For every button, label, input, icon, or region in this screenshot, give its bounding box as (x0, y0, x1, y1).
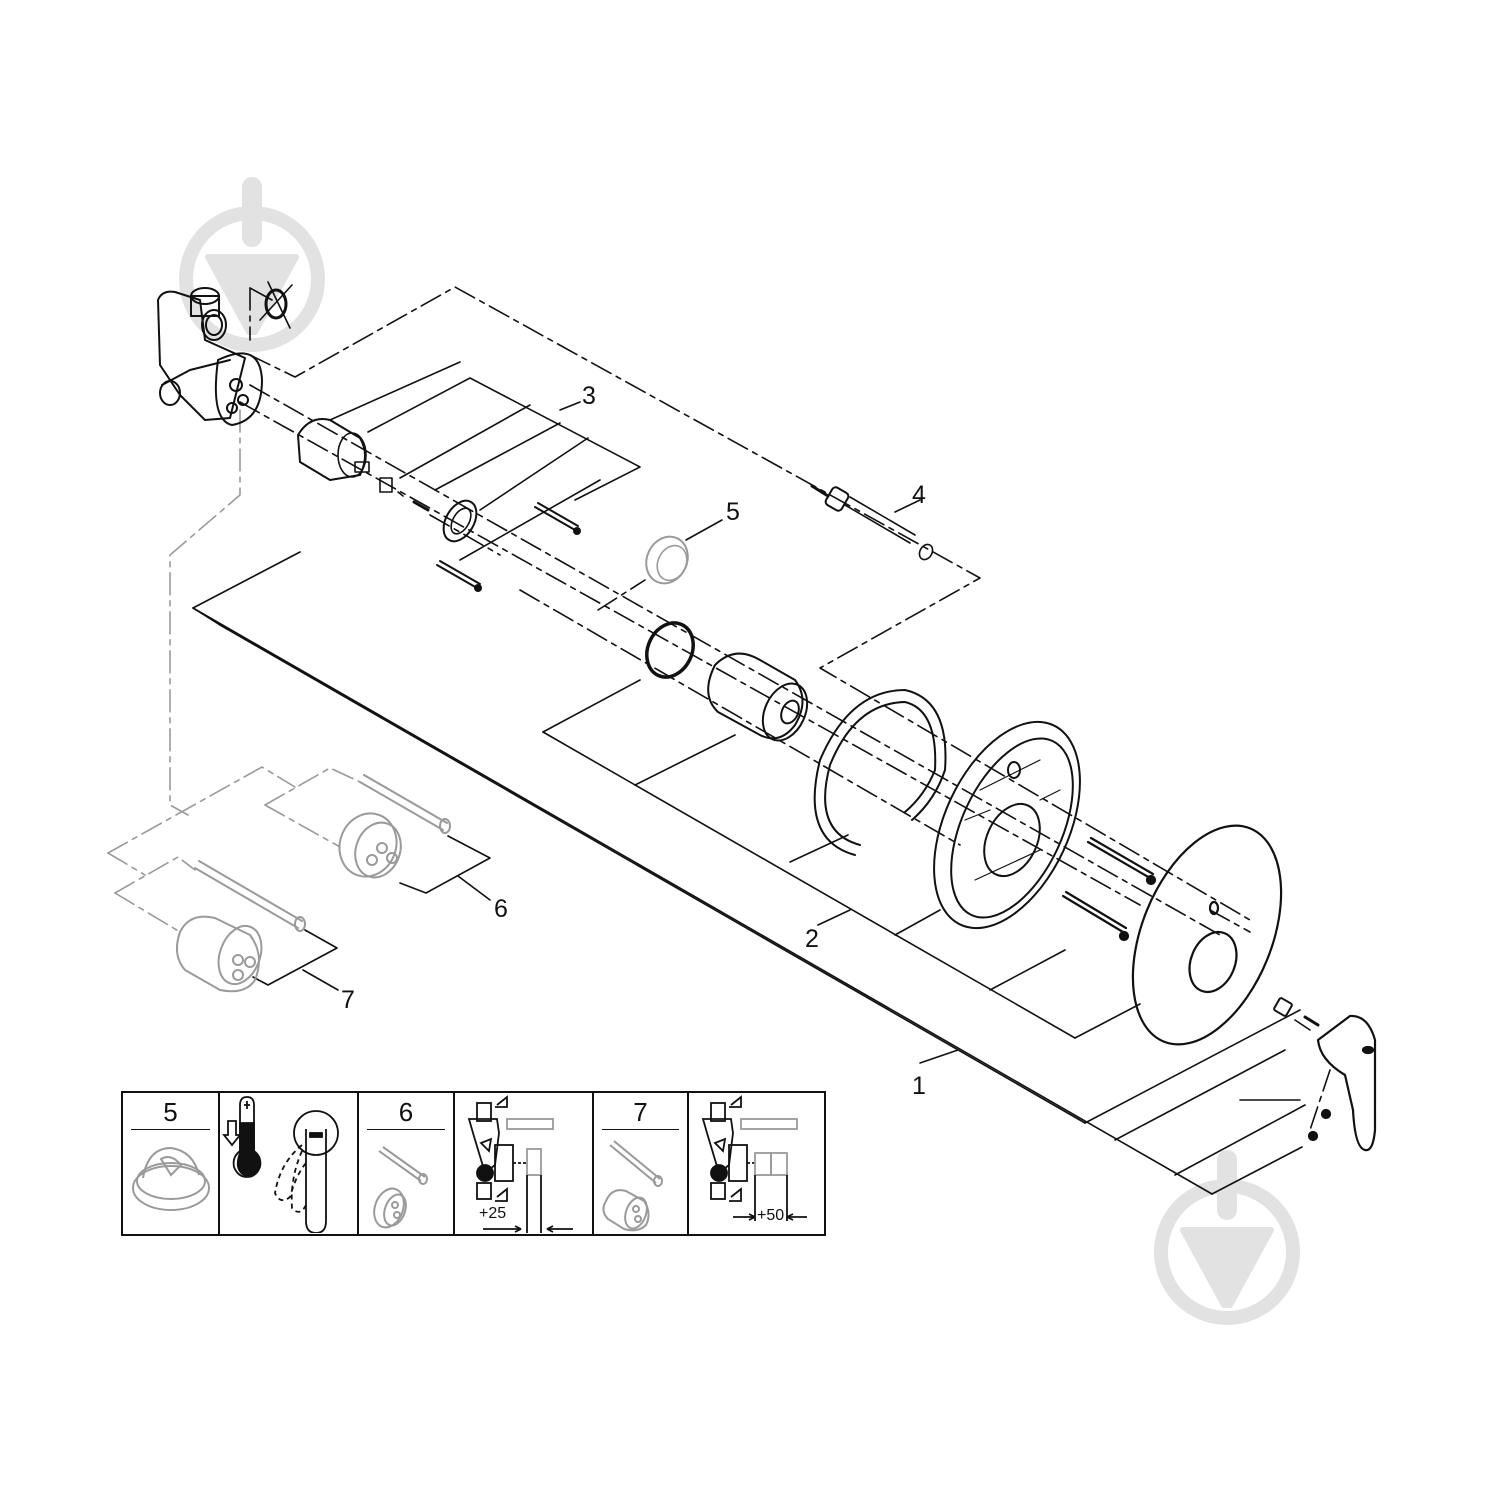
fixing-ring (442, 499, 478, 543)
legend-divider (131, 1129, 210, 1130)
callout-6: 6 (494, 895, 508, 923)
leader-part-2 (542, 679, 1141, 1039)
dimension-label-50: +50 (757, 1207, 785, 1224)
body-extension-icon (701, 1095, 807, 1221)
extension-6 (338, 774, 451, 879)
body-extension-icon (467, 1095, 573, 1233)
valve-body (157, 287, 263, 426)
handle-adapter (1273, 997, 1320, 1027)
legend-cell-extension-7: 7 (594, 1093, 689, 1234)
crossed-seal (249, 281, 293, 341)
callout-2: 2 (805, 925, 819, 953)
legend-strip: 5 6 (121, 1091, 826, 1236)
temp-stop (645, 535, 689, 585)
mounting-plate (933, 720, 1081, 930)
legend-cell-label: 6 (398, 1097, 414, 1127)
callout-4: 4 (912, 481, 926, 509)
hot-limit-lever-icon (222, 1096, 339, 1233)
dimension-label-25: +25 (479, 1205, 507, 1222)
callout-3: 3 (582, 382, 596, 410)
callout-5: 5 (726, 498, 740, 526)
spring-ring (813, 689, 947, 856)
legend-cell-extension-50: +50 (689, 1093, 824, 1234)
extension-kit-icon (602, 1140, 663, 1232)
legend-cell-temperature-stop: 5 (123, 1093, 220, 1234)
small-screw (412, 500, 430, 512)
long-screws (436, 502, 581, 592)
cartridge (297, 418, 404, 497)
assembly-axes (239, 286, 1331, 1131)
leader-part-3 (329, 361, 641, 561)
legend-cell-label: 7 (633, 1097, 648, 1127)
legend-divider (602, 1129, 679, 1130)
temperature-stop-icon (132, 1146, 210, 1211)
legend-divider (367, 1129, 445, 1130)
callout-7: 7 (341, 986, 355, 1014)
leader-parts-6-7 (252, 835, 491, 991)
leader-part-1 (192, 551, 1306, 1195)
lever-handle (1307, 1014, 1377, 1152)
o-ring (645, 621, 695, 679)
extension-7 (175, 860, 306, 993)
plate-screws (1061, 836, 1157, 942)
legend-cell-label: 5 (163, 1097, 178, 1127)
rosette (1131, 824, 1283, 1046)
legend-cell-hot-limit (220, 1093, 359, 1234)
legend-cell-extension-25: +25 (455, 1093, 594, 1234)
sleeve (707, 652, 809, 742)
extension-axes (107, 409, 361, 933)
extension-kit-icon (373, 1146, 428, 1229)
callout-1: 1 (912, 1072, 926, 1100)
legend-cell-extension-6: 6 (359, 1093, 455, 1234)
download-watermark-icon (179, 177, 325, 352)
spindle (810, 484, 934, 561)
